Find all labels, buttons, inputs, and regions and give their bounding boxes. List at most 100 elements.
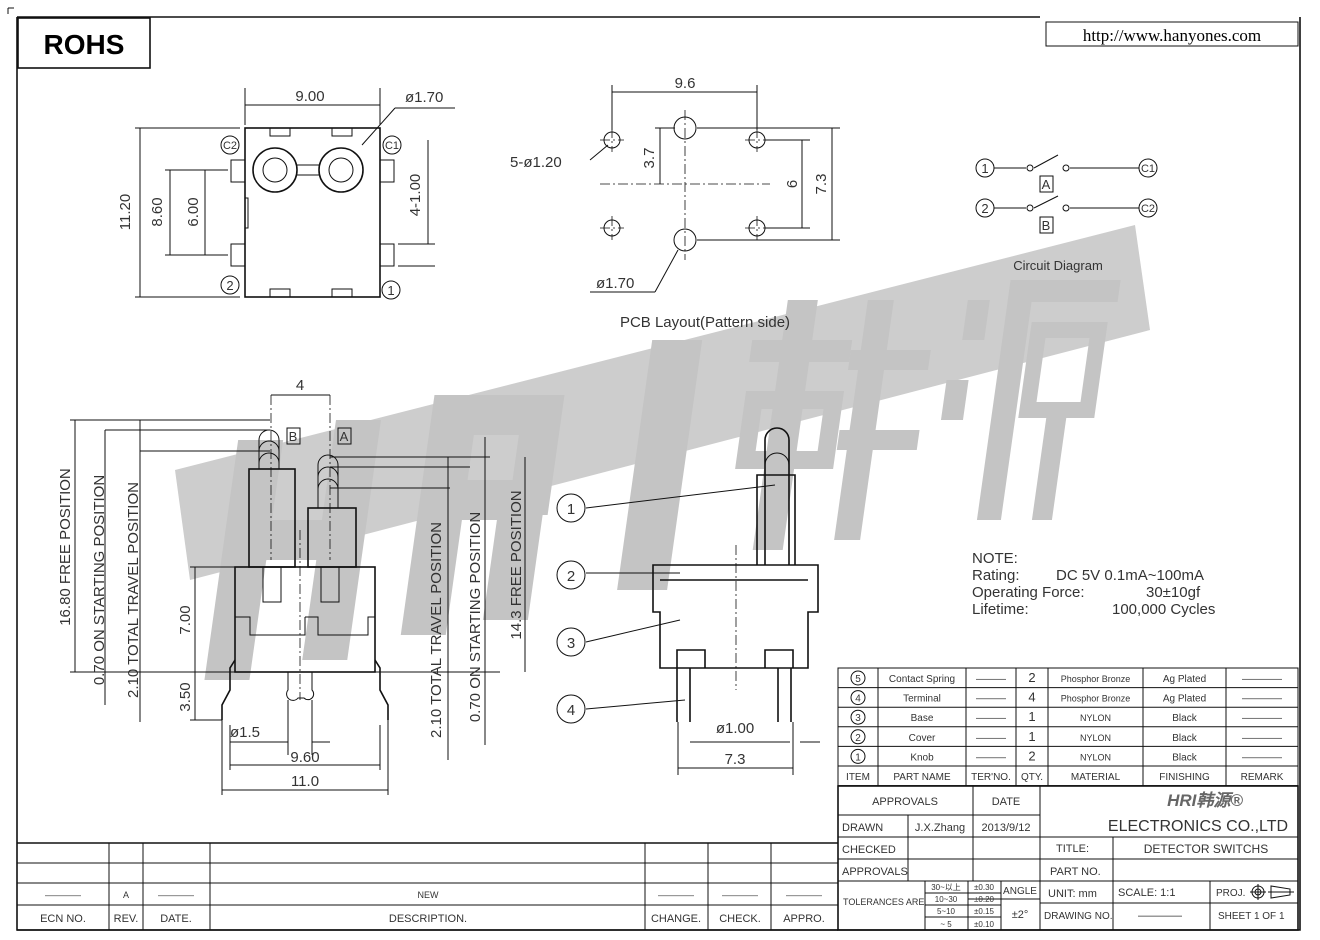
dim-4-1-00: 4-1.00 — [407, 174, 424, 217]
pcb-caption: PCB Layout(Pattern side) — [620, 314, 790, 331]
parts-header: QTY. — [1021, 772, 1043, 783]
rohs-label: ROHS — [44, 29, 125, 60]
company-name: ELECTRONICS CO.,LTD — [1108, 818, 1288, 835]
rev-letter: A — [123, 890, 129, 900]
parts-cell-material: NYLON — [1080, 713, 1111, 723]
pin-2-label: 2 — [226, 278, 233, 293]
pin-c1-label: C1 — [385, 140, 399, 152]
rev-ecn: ———— — [45, 890, 81, 900]
parts-table: 5 Contact Spring ——— 2 Phosphor Bronze Ag Pla… — [837, 667, 1299, 787]
parts-cell-qty: 4 — [1028, 690, 1035, 705]
revision-block: ———— A ———— NEW ———— ———— ———— ECN NO. R… — [17, 842, 839, 931]
pcb-width-dim: 9.6 — [675, 75, 696, 92]
projection-label: PROJ. — [1216, 888, 1245, 899]
dim-8-60: 8.60 — [149, 197, 166, 226]
parts-cell-name: Cover — [909, 733, 936, 744]
tol-value: ±0.20 — [974, 895, 995, 904]
parts-header: ITEM — [846, 772, 870, 783]
knob-b-label: B — [289, 429, 298, 444]
callout-2: 2 — [567, 568, 575, 585]
approvals-label: APPROVALS — [842, 866, 908, 878]
parts-header: MATERIAL — [1071, 772, 1121, 783]
header-appro: APPRO. — [783, 913, 825, 925]
dim-7-00: 7.00 — [177, 605, 194, 634]
dim-3-50: 3.50 — [177, 682, 194, 711]
pin-1-label: 1 — [387, 283, 394, 298]
checked-label: CHECKED — [842, 844, 896, 856]
drawing-no-value: ———— — [1138, 910, 1182, 922]
parts-cell-item: 4 — [855, 694, 861, 705]
parts-cell-material: Phosphor Bronze — [1061, 694, 1131, 704]
tol-value: ±0.10 — [974, 920, 995, 929]
detail-view: 1 2 3 4 ø1.00 7.3 — [556, 427, 820, 775]
header-rev: REV. — [114, 913, 139, 925]
parts-cell-qty: 2 — [1028, 748, 1035, 763]
dim-1-5: ø1.5 — [230, 724, 260, 741]
angle-label: ANGLE — [1003, 886, 1037, 897]
projection-symbol-icon — [1250, 884, 1294, 900]
parts-cell-remark: ———— — [1242, 733, 1282, 744]
parts-cell-material: NYLON — [1080, 752, 1111, 762]
header-ecn: ECN NO. — [40, 913, 86, 925]
parts-cell-qty: 1 — [1028, 729, 1035, 744]
rev-appro: ———— — [786, 890, 822, 900]
side-view: 4 B A 16.80 FREE POSITION 0.70 ON STARTI… — [57, 377, 526, 795]
right-starting-position: 0.70 ON STARTING POSITION — [467, 512, 484, 722]
dim-11-0: 11.0 — [291, 773, 319, 790]
parts-cell-item: 5 — [855, 674, 861, 685]
title-label: TITLE: — [1056, 843, 1089, 855]
switch-a-label: A — [1042, 177, 1051, 192]
callout-4: 4 — [567, 702, 575, 719]
pcb-dim-7-3: 7.3 — [813, 174, 830, 195]
item-number-circle-icon — [850, 709, 866, 725]
item-number-circle-icon — [850, 729, 866, 745]
parts-cell-remark: ———— — [1242, 752, 1282, 763]
left-total-travel: 2.10 TOTAL TRAVEL POSITION — [125, 482, 142, 698]
knob-a-label: A — [340, 429, 349, 444]
tol-range: 5~10 — [937, 907, 956, 916]
lifetime-value: 100,000 Cycles — [1112, 601, 1215, 618]
company-logo: HRI韩源® — [1167, 791, 1243, 810]
pcb-dim-6: 6 — [784, 180, 801, 188]
item-number-circle-icon — [850, 748, 866, 764]
parts-header: PART NAME — [893, 772, 951, 783]
parts-cell-finishing: Ag Plated — [1163, 674, 1206, 685]
callout-1: 1 — [567, 501, 575, 518]
unit: UNIT: mm — [1048, 888, 1097, 900]
parts-cell-ter: ——— — [976, 733, 1006, 744]
tolerances-label: TOLERANCES ARE — [843, 897, 924, 907]
header-check: CHECK. — [719, 913, 761, 925]
website-url[interactable]: http://www.hanyones.com — [1083, 26, 1261, 45]
circuit-node-1: 1 — [981, 161, 988, 176]
parts-cell-item: 3 — [855, 713, 861, 724]
parts-cell-finishing: Black — [1172, 733, 1197, 744]
dim-hole: ø1.70 — [405, 89, 443, 106]
header-date: DATE. — [160, 913, 192, 925]
dim-height: 11.20 — [117, 194, 134, 230]
drawn-label: DRAWN — [842, 822, 883, 834]
approvals-header: APPROVALS — [872, 796, 938, 808]
parts-header: FINISHING — [1159, 772, 1210, 783]
rating-value: DC 5V 0.1mA~100mA — [1056, 567, 1204, 584]
pcb-big-hole: ø1.70 — [596, 275, 634, 292]
parts-cell-name: Knob — [910, 752, 934, 763]
force-value: 30±10gf — [1146, 584, 1201, 601]
rev-description: NEW — [418, 890, 440, 900]
scale: SCALE: 1:1 — [1118, 887, 1175, 899]
parts-cell-remark: ———— — [1242, 674, 1282, 685]
parts-cell-name: Base — [911, 713, 934, 724]
left-free-position: 16.80 FREE POSITION — [57, 468, 74, 626]
sheet: SHEET 1 OF 1 — [1218, 911, 1285, 922]
circuit-node-2: 2 — [981, 201, 988, 216]
tol-value: ±0.15 — [974, 907, 995, 916]
header-change: CHANGE. — [651, 913, 701, 925]
parts-cell-finishing: Black — [1172, 752, 1197, 763]
pcb-layout: 9.6 5-ø1.20 3.7 6 7.3 ø1.70 PCB Layout(P… — [510, 75, 840, 331]
header-description: DESCRIPTION. — [389, 913, 467, 925]
notes: NOTE: Rating: DC 5V 0.1mA~100mA Operatin… — [972, 550, 1215, 618]
drawing-no-label: DRAWING NO. — [1044, 911, 1113, 922]
angle-value: ±2° — [1012, 909, 1029, 921]
tol-range: 10~30 — [935, 895, 958, 904]
parts-cell-name: Contact Spring — [889, 674, 955, 685]
